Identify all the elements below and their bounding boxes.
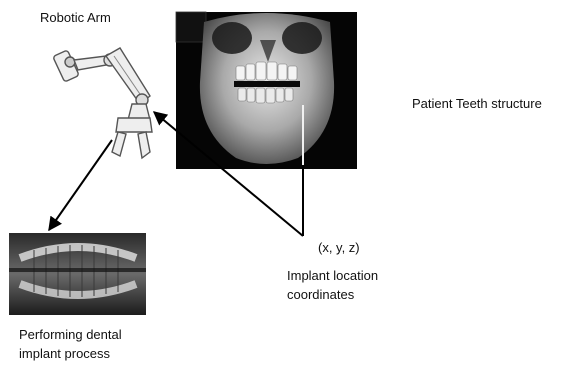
robotic-arm-image bbox=[53, 48, 152, 158]
performing-line1: Performing dental bbox=[19, 325, 122, 344]
gripper-finger-left bbox=[112, 132, 126, 156]
robotic-arm-label: Robotic Arm bbox=[40, 8, 111, 27]
implant-location-label: Implant location coordinates bbox=[287, 266, 378, 304]
arm-base-joint bbox=[65, 57, 75, 67]
implant-location-line1: Implant location bbox=[287, 266, 378, 285]
performing-implant-label: Performing dental implant process bbox=[19, 325, 122, 363]
coordinates-label: (x, y, z) bbox=[318, 238, 360, 257]
patient-ct-image bbox=[176, 12, 357, 169]
patient-teeth-label: Patient Teeth structure bbox=[412, 94, 542, 113]
gripper-body bbox=[116, 118, 152, 132]
panoramic-xray-image bbox=[9, 233, 146, 315]
gripper-finger-right bbox=[138, 132, 150, 158]
arrow-to-xray bbox=[49, 140, 112, 230]
implant-location-line2: coordinates bbox=[287, 285, 378, 304]
performing-line2: implant process bbox=[19, 344, 122, 363]
